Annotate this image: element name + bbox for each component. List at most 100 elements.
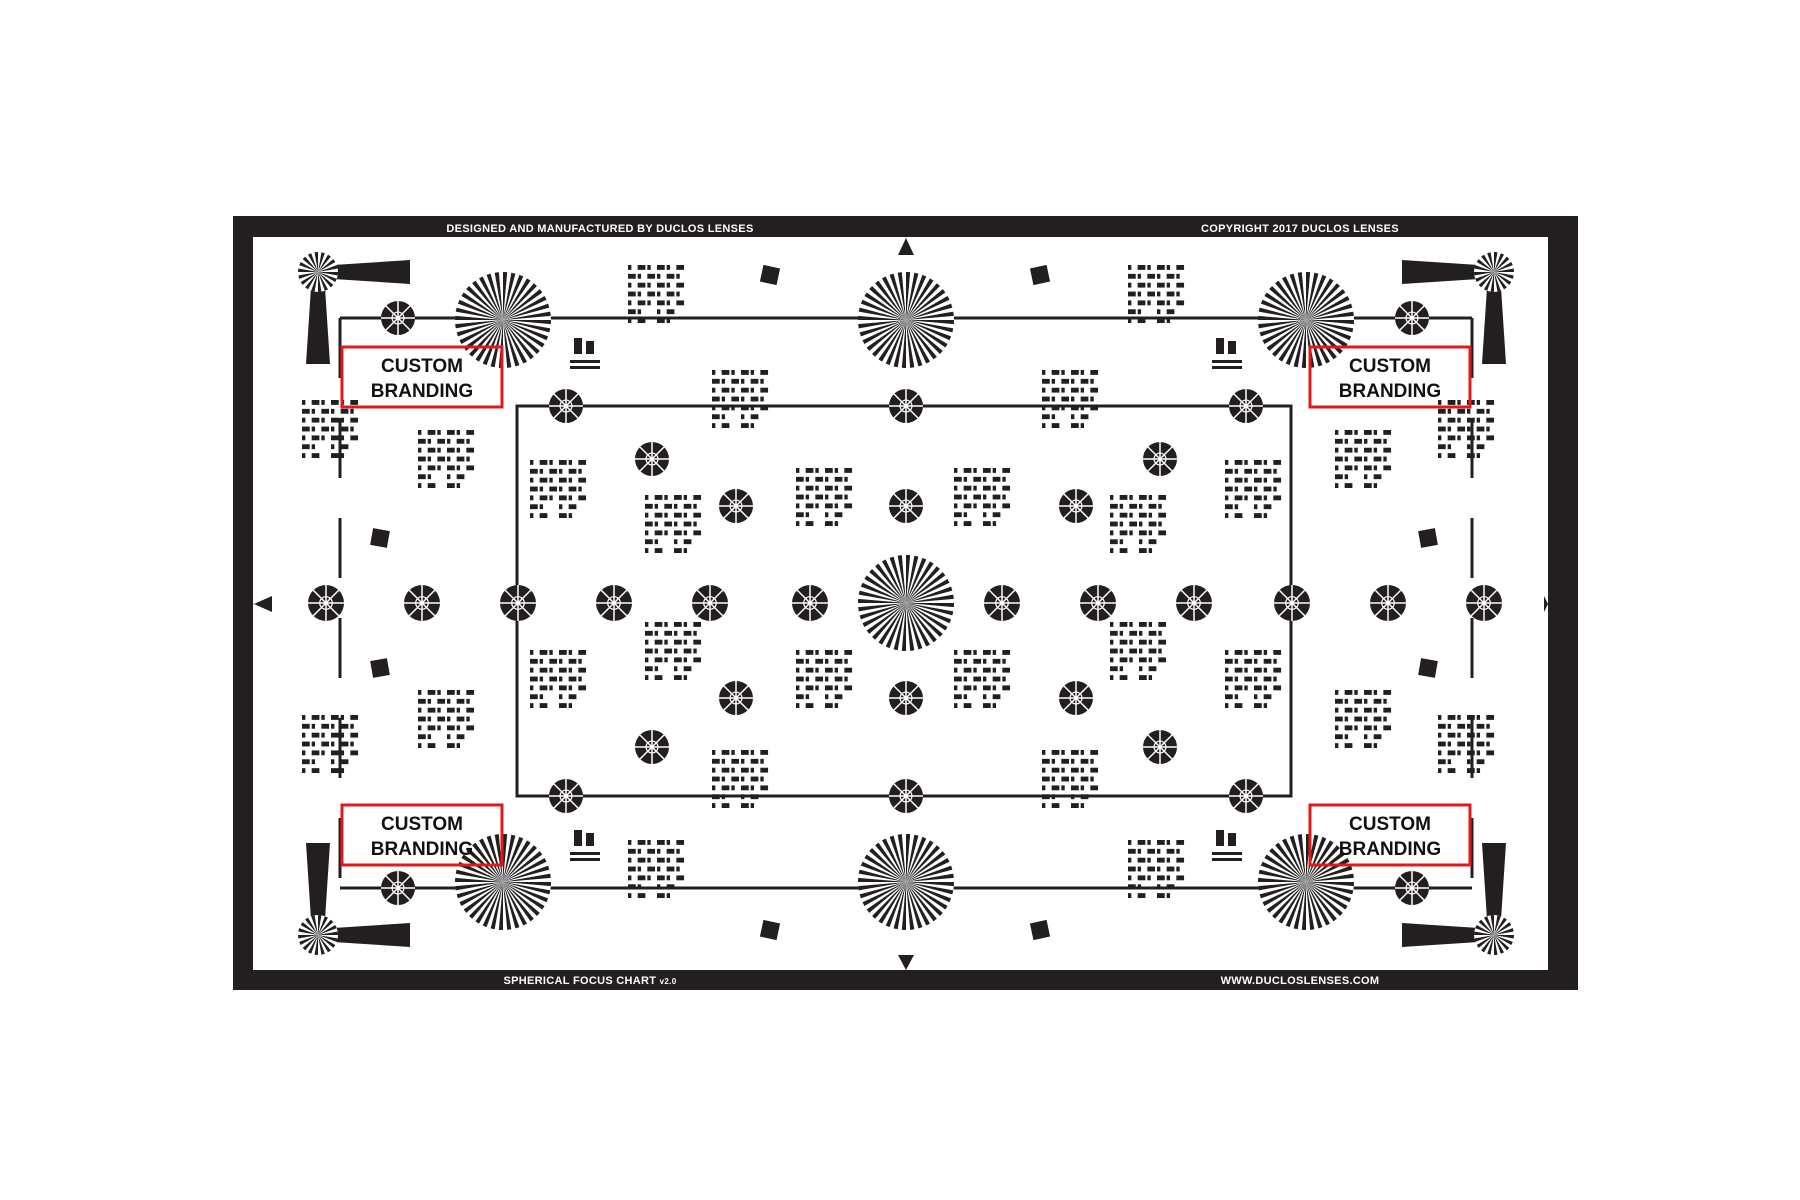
target-ray bbox=[893, 795, 907, 809]
bar-mark bbox=[645, 639, 649, 645]
star-wedge bbox=[906, 865, 953, 882]
star-wedge bbox=[1494, 272, 1512, 285]
bar-mark bbox=[1147, 282, 1151, 288]
bar-mark bbox=[657, 309, 661, 315]
target-ray bbox=[1147, 458, 1161, 472]
bar-mark bbox=[1225, 667, 1229, 673]
bar-mark bbox=[1467, 417, 1475, 423]
resolution-target-icon bbox=[1176, 585, 1212, 621]
bar-mark bbox=[1273, 676, 1277, 682]
star-wedge bbox=[878, 320, 906, 362]
star-wedge bbox=[455, 869, 503, 882]
bar-mark bbox=[805, 468, 814, 473]
bar-mark bbox=[1244, 658, 1253, 664]
bar-mark bbox=[447, 698, 451, 704]
bar-mark bbox=[712, 387, 716, 393]
bar-mark bbox=[1457, 426, 1466, 432]
bar-mark bbox=[427, 716, 432, 722]
bar-mark bbox=[731, 776, 740, 782]
bar-mark bbox=[311, 417, 320, 423]
star-wedge bbox=[1494, 917, 1507, 935]
star-wedge bbox=[1306, 882, 1337, 922]
bar-mark bbox=[568, 477, 573, 483]
bar-mark bbox=[1071, 767, 1079, 773]
bar-mark bbox=[1254, 468, 1258, 474]
star-wedge bbox=[1475, 925, 1494, 935]
target-ray bbox=[312, 589, 327, 604]
star-wedge bbox=[1275, 280, 1306, 320]
bar-mark bbox=[834, 694, 843, 700]
bar-mark bbox=[1129, 648, 1138, 654]
bar-mark bbox=[712, 785, 716, 791]
star-wedge bbox=[463, 320, 503, 351]
star-wedge bbox=[906, 882, 937, 922]
target-ray bbox=[1387, 602, 1402, 617]
target-ray bbox=[613, 602, 628, 617]
bar-mark bbox=[1166, 318, 1171, 324]
bar-mark bbox=[1344, 725, 1353, 731]
star-wedge bbox=[1474, 272, 1494, 276]
star-wedge bbox=[906, 283, 940, 320]
bar-mark bbox=[1244, 685, 1248, 691]
star-wedge bbox=[1260, 861, 1306, 882]
star-wedge bbox=[503, 873, 551, 882]
star-wedge bbox=[858, 307, 906, 320]
star-wedge bbox=[475, 882, 503, 924]
star-wedge bbox=[455, 877, 503, 882]
bar-mark bbox=[1383, 698, 1387, 704]
bar-mark bbox=[1486, 732, 1495, 738]
bar-mark bbox=[1128, 840, 1132, 845]
resolution-target-icon bbox=[792, 585, 828, 621]
star-wedge bbox=[1258, 877, 1306, 882]
bar-mark bbox=[628, 884, 636, 890]
bar-mark bbox=[963, 512, 968, 518]
star-wedge bbox=[906, 289, 946, 320]
star-wedge bbox=[1490, 915, 1494, 935]
target-ray bbox=[1147, 746, 1161, 760]
star-wedge bbox=[1264, 292, 1306, 320]
star-wedge bbox=[1262, 320, 1306, 344]
bar-mark bbox=[825, 468, 833, 473]
bar-mark bbox=[1176, 265, 1185, 270]
bar-mark bbox=[1254, 495, 1262, 501]
bar-mark bbox=[1244, 486, 1253, 492]
bar-mark bbox=[350, 417, 359, 423]
target-ray bbox=[397, 875, 411, 889]
bar-mark bbox=[1137, 265, 1146, 270]
star-wedge bbox=[1494, 262, 1513, 272]
bar-mark bbox=[825, 503, 833, 509]
bar-mark bbox=[530, 513, 534, 519]
bar-mark bbox=[559, 650, 567, 655]
target-ray bbox=[1097, 602, 1112, 617]
bar-mark bbox=[992, 476, 1001, 482]
star-wedge bbox=[1481, 254, 1494, 272]
target-ray bbox=[1063, 697, 1077, 711]
bar-mark bbox=[760, 396, 764, 402]
star-wedge bbox=[1494, 935, 1504, 954]
bar-mark bbox=[637, 884, 642, 890]
bar-mark bbox=[456, 438, 465, 444]
bar-mark bbox=[1383, 716, 1387, 722]
star-wedge bbox=[906, 572, 946, 603]
target-ray bbox=[1399, 887, 1413, 901]
bar-mark bbox=[1373, 430, 1378, 435]
bar-mark bbox=[654, 503, 659, 509]
target-ray bbox=[1470, 602, 1485, 617]
bar-mark bbox=[1273, 486, 1277, 492]
bar-mark bbox=[666, 840, 671, 845]
bar-mark bbox=[302, 417, 306, 423]
target-ring bbox=[645, 452, 659, 466]
bar-mark bbox=[963, 676, 968, 682]
bar-mark bbox=[1139, 503, 1143, 509]
bar-mark bbox=[825, 521, 833, 527]
bar-mark bbox=[1364, 465, 1372, 471]
bar-mark bbox=[1335, 698, 1343, 704]
bar-mark bbox=[1002, 494, 1006, 500]
bar-mark bbox=[1137, 273, 1142, 279]
duclos-logos bbox=[570, 338, 1242, 861]
star-wedge bbox=[1306, 882, 1354, 895]
bar-mark bbox=[437, 465, 441, 471]
bar-mark bbox=[568, 667, 573, 673]
target-ring bbox=[899, 499, 913, 513]
bar-mark bbox=[1080, 396, 1089, 402]
